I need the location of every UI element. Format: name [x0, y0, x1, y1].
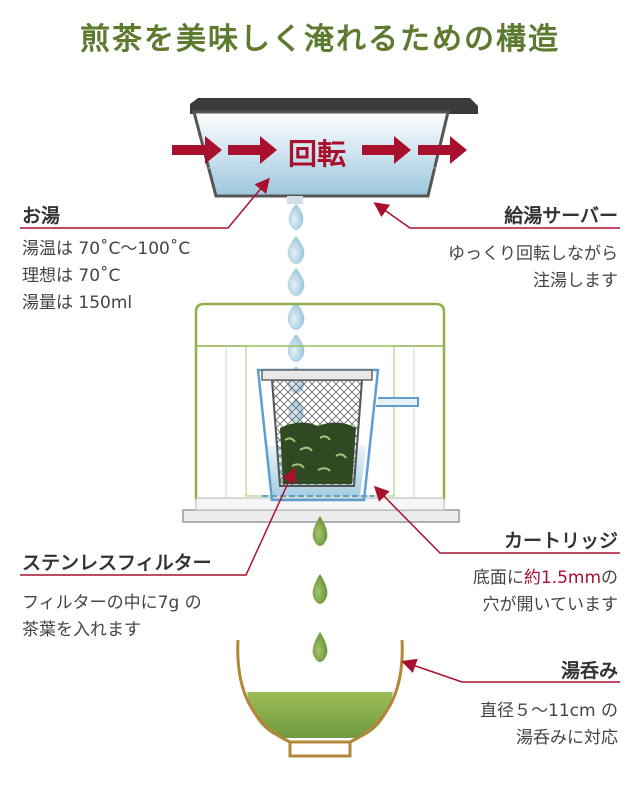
filter-line: 茶葉を入れます — [22, 620, 141, 640]
filter-description: フィルターの中に7g の 茶葉を入れます — [22, 590, 202, 644]
hot-water-line: 湯温は 70˚C〜100˚C — [22, 239, 191, 259]
filter-heading: ステンレスフィルター — [22, 552, 212, 574]
cartridge-line-1-pre: 底面に — [472, 568, 524, 588]
callout-line-hot-water — [20, 177, 270, 229]
server-line: ゆっくり回転しながら — [448, 244, 618, 264]
water-drop — [287, 236, 305, 264]
server-lid — [190, 98, 478, 114]
rotation-arrow-1 — [172, 136, 222, 164]
water-drop — [288, 204, 304, 230]
cartridge-line-1: 底面に約1.5mmの — [473, 565, 618, 592]
tea-leaves — [280, 422, 356, 484]
tea-drop — [312, 516, 328, 546]
cartridge-line-2: 穴が開いています — [482, 595, 619, 615]
rotation-label: 回転 — [288, 137, 347, 171]
rotation-arrow-2 — [228, 136, 277, 164]
callout-line-filter — [20, 467, 296, 576]
rotation-arrow-3 — [362, 136, 411, 164]
rotation-arrow-4 — [418, 136, 467, 164]
cup-tea-liquid — [247, 692, 393, 738]
server-line: 注湯します — [533, 271, 618, 291]
server-heading: 給湯サーバー — [504, 205, 618, 227]
water-drop — [287, 302, 305, 330]
cup-heading: 湯呑み — [560, 660, 618, 682]
cup-line: 直径５〜11cm の — [480, 701, 618, 721]
frame-outline — [194, 302, 446, 500]
page-title: 煎茶を美味しく淹れるための構造 — [80, 22, 560, 57]
cartridge-heading: カートリッジ — [503, 530, 618, 552]
callout-line-cartridge — [373, 485, 620, 554]
cup-body — [236, 639, 404, 744]
tea-cup — [236, 639, 404, 758]
cartridge-line-1-post: の — [601, 568, 618, 588]
callout-lines — [20, 177, 620, 683]
water-drop — [287, 334, 305, 362]
rotation-arrows — [172, 136, 467, 164]
cup-line: 湯呑みに対応 — [516, 728, 618, 748]
cup-description: 直径５〜11cm の 湯呑みに対応 — [480, 698, 618, 752]
server-description: ゆっくり回転しながら 注湯します — [448, 241, 618, 295]
tea-drop — [312, 632, 328, 662]
stainless-filter — [261, 369, 373, 487]
hot-water-heading: お湯 — [22, 205, 61, 227]
water-drop — [287, 268, 305, 296]
hole-size-highlight: 約1.5mm — [523, 568, 601, 588]
hot-water-server — [190, 98, 478, 204]
cup-foot — [288, 742, 352, 758]
tea-drops — [312, 516, 328, 662]
hot-water-description: 湯温は 70˚C〜100˚C 理想は 70˚C 湯量は 150ml — [22, 236, 190, 317]
callout-line-cup — [401, 658, 620, 683]
server-spout — [287, 196, 303, 204]
hot-water-line: 理想は 70˚C — [22, 266, 121, 286]
callout-line-server — [373, 202, 620, 229]
tea-drop — [312, 574, 328, 604]
cartridge-description: 底面に約1.5mmの 穴が開いています — [473, 565, 618, 619]
filter-line: フィルターの中に7g の — [22, 593, 202, 613]
hot-water-line: 湯量は 150ml — [22, 293, 133, 313]
